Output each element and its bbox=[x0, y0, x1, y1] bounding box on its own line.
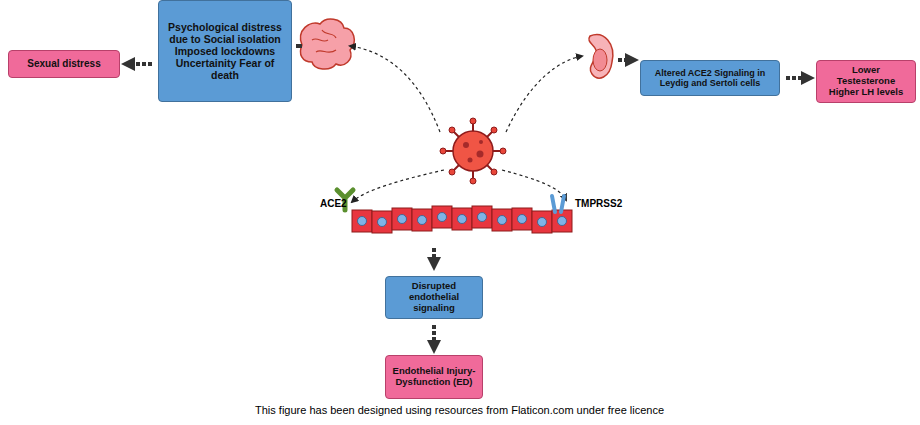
endothelial-cells bbox=[352, 206, 572, 233]
outcome-box: Sexual distress bbox=[8, 50, 120, 78]
cell-nucleus bbox=[398, 215, 407, 224]
testis-icon bbox=[589, 35, 613, 78]
dashed-arrow bbox=[350, 46, 582, 202]
cell-nucleus bbox=[378, 218, 387, 227]
credit-note: This figure has been designed using reso… bbox=[255, 404, 664, 416]
cell-nucleus bbox=[558, 217, 567, 226]
brain-icon bbox=[300, 19, 354, 69]
cell-nucleus bbox=[458, 215, 467, 224]
icon-arrow bbox=[432, 248, 436, 266]
process-box: Disrupted endothelial signaling bbox=[385, 276, 483, 319]
cell bbox=[472, 206, 492, 228]
cell bbox=[392, 208, 412, 230]
icon-arrow bbox=[298, 44, 302, 48]
box-text: Disrupted endothelial signaling bbox=[392, 281, 476, 314]
protein-label: ACE2 bbox=[320, 198, 347, 209]
process-box: Altered ACE2 Signaling in Leydig and Ser… bbox=[640, 60, 780, 96]
cell bbox=[492, 209, 512, 231]
icon-arrow bbox=[618, 58, 634, 62]
cell bbox=[412, 209, 432, 231]
cell-nucleus bbox=[358, 217, 367, 226]
cell-nucleus bbox=[498, 216, 507, 225]
process-box: Psychological distress due to Social iso… bbox=[158, 0, 292, 102]
box-text: Endothelial Injury- Dysfunction (ED) bbox=[392, 366, 476, 388]
flow-arrow bbox=[786, 76, 810, 80]
cell-nucleus bbox=[518, 215, 527, 224]
box-text: Altered ACE2 Signaling in Leydig and Ser… bbox=[647, 68, 773, 89]
flow-arrow bbox=[432, 325, 436, 349]
cell-nucleus bbox=[438, 213, 447, 222]
cell bbox=[432, 206, 452, 228]
virus-icon bbox=[440, 118, 506, 184]
outcome-box: Lower Testesterone Higher LH levels bbox=[816, 60, 916, 103]
cell bbox=[452, 208, 472, 230]
cell bbox=[532, 211, 552, 233]
box-text: Sexual distress bbox=[27, 58, 100, 70]
flow-arrow bbox=[126, 62, 152, 66]
cell bbox=[512, 208, 532, 230]
protein-label: TMPRSS2 bbox=[575, 198, 622, 209]
cell-nucleus bbox=[418, 216, 427, 225]
tmprss2-protease bbox=[552, 196, 564, 212]
cell bbox=[372, 211, 392, 233]
box-text: Psychological distress due to Social iso… bbox=[165, 21, 285, 81]
cell bbox=[352, 210, 372, 232]
cell-nucleus bbox=[478, 213, 487, 222]
outcome-box: Endothelial Injury- Dysfunction (ED) bbox=[385, 355, 483, 399]
cell-nucleus bbox=[538, 218, 547, 227]
box-text: Lower Testesterone Higher LH levels bbox=[823, 65, 909, 98]
